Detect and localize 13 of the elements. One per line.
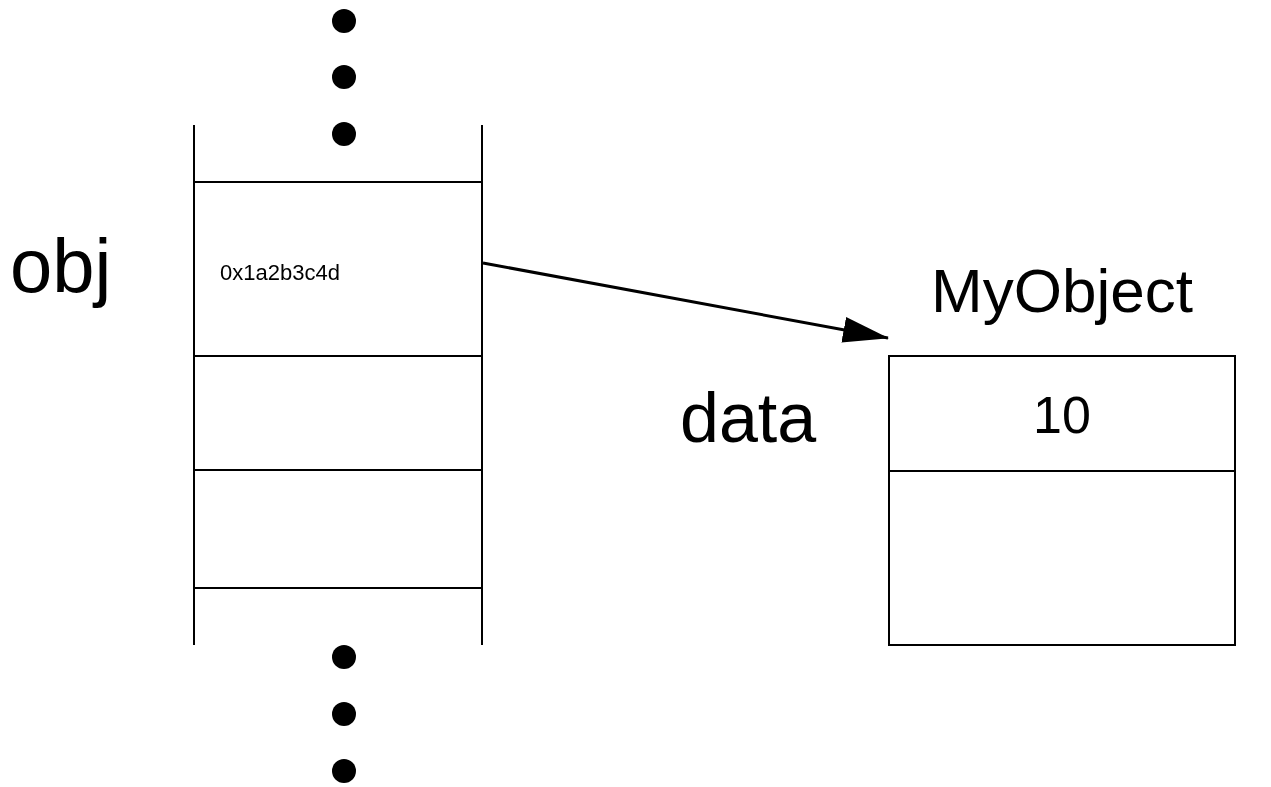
object-title: MyObject <box>930 255 1194 326</box>
memory-cell <box>193 355 483 471</box>
memory-cell <box>193 471 483 587</box>
variable-name: obj <box>10 222 112 309</box>
memory-cell <box>193 125 483 183</box>
arrow <box>482 261 889 343</box>
memory-cell <box>193 587 483 645</box>
memory-cell <box>193 183 483 355</box>
variable-name: data <box>680 378 817 458</box>
cell-value: 10 <box>1032 385 1092 445</box>
memory-cell <box>888 355 1236 472</box>
memory-cell <box>888 470 1236 646</box>
cell-value: 0x1a2b3c4d <box>220 260 340 286</box>
